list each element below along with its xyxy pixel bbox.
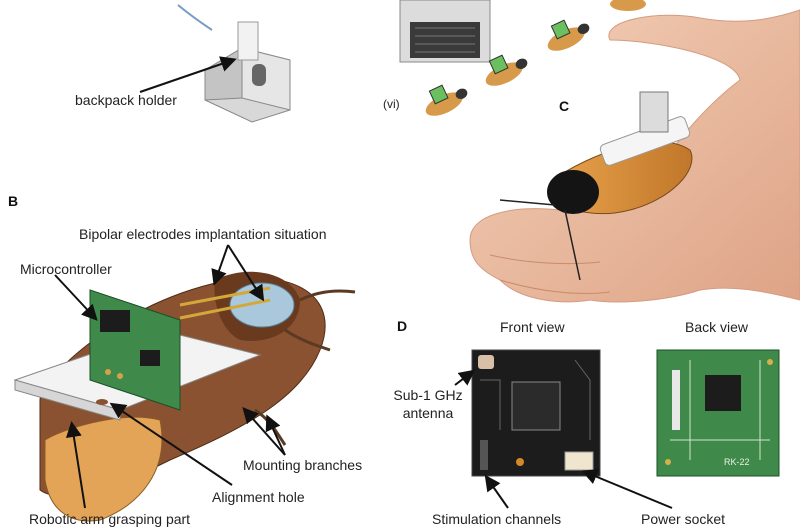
cockroach-with-backpack-photo xyxy=(499,91,693,281)
backpack-holder-arrow xyxy=(139,56,237,93)
step-vi-label: (vi) xyxy=(383,97,400,111)
electrodes-arrow-left xyxy=(211,244,229,286)
pcb-front-view xyxy=(471,349,601,477)
antenna-label-line2: antenna xyxy=(402,405,454,421)
antenna-label-line1: Sub-1 GHz xyxy=(393,387,463,403)
mounting-arrow-1 xyxy=(242,407,286,456)
front-view-label: Front view xyxy=(500,319,565,335)
pcb-marking-text: RK-22 xyxy=(724,457,750,467)
antenna-arrow xyxy=(454,369,476,386)
back-view-label: Back view xyxy=(685,319,749,335)
stimulation-arrow xyxy=(484,474,509,509)
pcb-back-view xyxy=(656,349,780,477)
panel-label-d: D xyxy=(397,318,408,334)
panel-label-c: C xyxy=(559,98,570,114)
mounting-branches-label: Mounting branches xyxy=(243,457,363,473)
backpack-holder-illustration xyxy=(177,4,291,123)
robotic-arm-label: Robotic arm grasping part xyxy=(29,511,191,527)
microcontroller-label: Microcontroller xyxy=(20,261,112,277)
backpack-holder-label: backpack holder xyxy=(75,92,177,108)
robotic-arm-arrow xyxy=(65,421,86,509)
robot-gripper-module xyxy=(399,0,491,63)
alignment-hole-label: Alignment hole xyxy=(212,489,305,505)
bipolar-electrodes-label: Bipolar electrodes implantation situatio… xyxy=(79,226,327,242)
antenna-label: Sub-1 GHz antenna xyxy=(388,386,468,422)
panel-label-b: B xyxy=(8,193,19,209)
microcontroller-arrow xyxy=(54,274,98,321)
cockroach-backpack-illustration xyxy=(13,271,356,522)
stimulation-channels-label: Stimulation channels xyxy=(432,511,562,527)
alignment-hole-arrow xyxy=(109,402,233,486)
power-socket-label: Power socket xyxy=(641,511,726,527)
cockroach-sequence xyxy=(425,0,646,116)
power-socket-arrow xyxy=(581,469,673,509)
mounting-arrow-2 xyxy=(265,414,286,456)
electrodes-arrow-right xyxy=(227,244,265,302)
